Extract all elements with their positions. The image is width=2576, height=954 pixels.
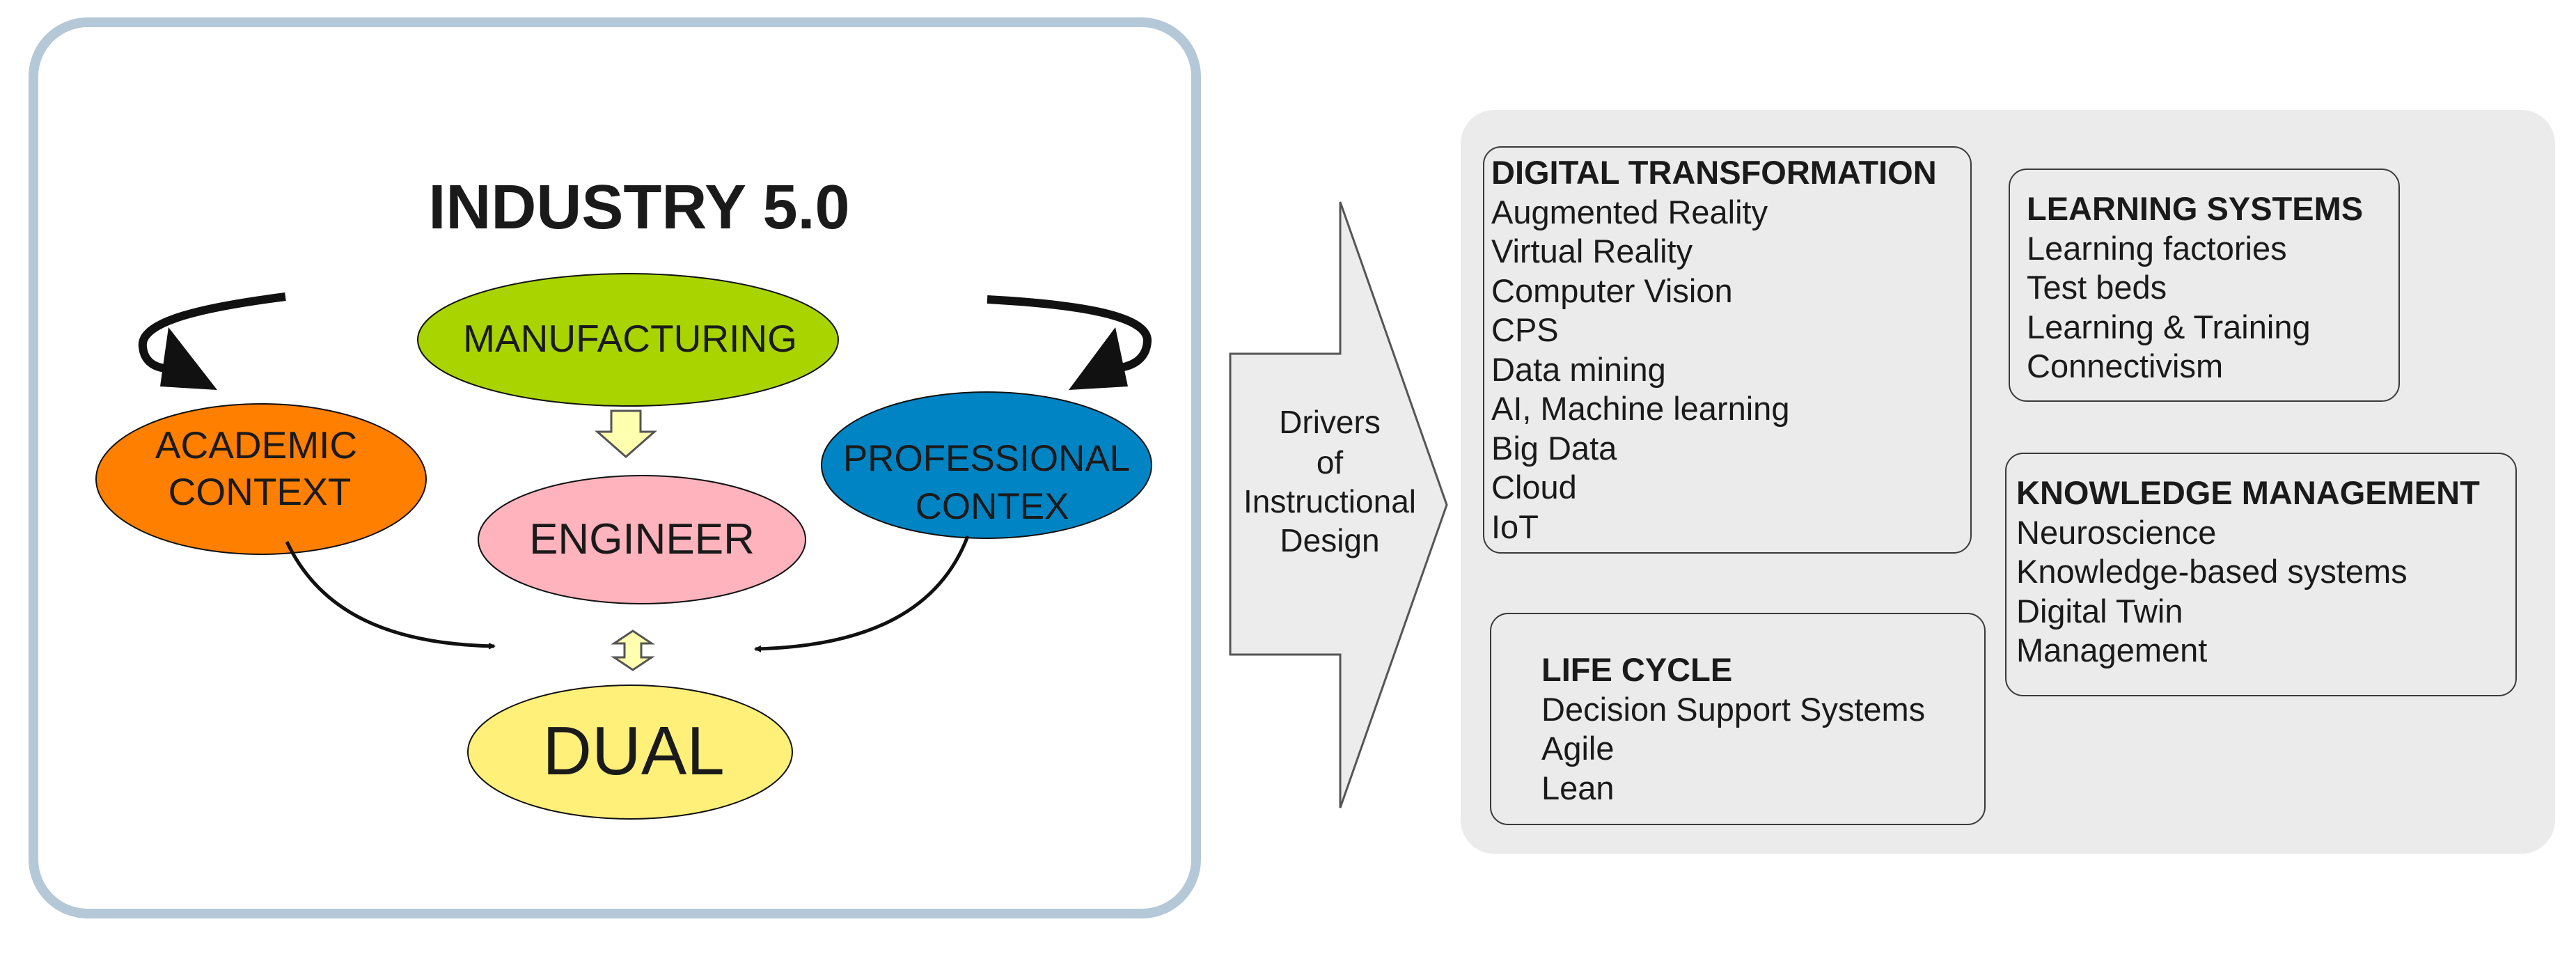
dual-label: DUAL	[542, 712, 724, 789]
list-item: Cloud	[1491, 469, 1577, 506]
digital-transformation-box: DIGITAL TRANSFORMATION Augmented Reality…	[1483, 146, 1972, 554]
digital-transformation-title: DIGITAL TRANSFORMATION	[1491, 154, 1937, 191]
life-cycle-list: Decision Support Systems Agile Lean	[1541, 690, 1984, 808]
list-item: Lean	[1541, 769, 1615, 806]
manufacturing-label: MANUFACTURING	[463, 317, 797, 360]
list-item: CPS	[1491, 311, 1559, 348]
cycle-arrow-left	[138, 292, 286, 390]
list-item: Big Data	[1491, 429, 1617, 467]
drivers-arrow	[1229, 201, 1448, 808]
industry-frame	[29, 17, 1201, 918]
drivers-label-line3: Instructional	[1243, 483, 1416, 519]
engineer-node: ENGINEER	[478, 475, 806, 604]
professional-label-line2: CONTEX	[916, 486, 1069, 527]
industry-title: INDUSTRY 5.0	[428, 173, 849, 242]
list-item: Digital Twin	[2016, 592, 2183, 630]
list-item: Connectivism	[2027, 347, 2224, 384]
drivers-label-line4: Design	[1280, 522, 1379, 558]
digital-transformation-list: Augmented Reality Virtual Reality Comput…	[1491, 193, 1970, 547]
knowledge-management-title: KNOWLEDGE MANAGEMENT	[2016, 474, 2480, 511]
list-item: Agile	[1541, 730, 1615, 767]
list-item: Learning & Training	[2027, 308, 2311, 345]
learning-systems-title: LEARNING SYSTEMS	[2027, 190, 2364, 227]
academic-to-dual-arrow	[285, 540, 496, 650]
list-item: AI, Machine learning	[1491, 390, 1790, 427]
list-item: Neuroscience	[2016, 513, 2217, 551]
academic-context-node: ACADEMIC CONTEXT	[95, 403, 427, 555]
list-item: Management	[2016, 632, 2208, 668]
list-item: Test beds	[2027, 269, 2167, 306]
professional-to-dual-arrow	[754, 535, 970, 652]
list-item: IoT	[1491, 508, 1539, 545]
knowledge-management-list: Neuroscience Knowledge-based systems Dig…	[2016, 513, 2515, 671]
academic-label-line1: ACADEMIC	[155, 423, 357, 467]
manufacturing-to-engineer-arrow	[595, 409, 657, 458]
knowledge-management-box: KNOWLEDGE MANAGEMENT Neuroscience Knowle…	[2005, 453, 2517, 696]
list-item: Augmented Reality	[1491, 193, 1768, 230]
engineer-dual-double-arrow	[611, 630, 655, 671]
manufacturing-node: MANUFACTURING	[417, 273, 839, 407]
dual-node: DUAL	[467, 685, 793, 820]
drivers-background	[1461, 110, 2555, 854]
list-item: Decision Support Systems	[1541, 690, 1926, 728]
life-cycle-title: LIFE CYCLE	[1541, 651, 1733, 688]
engineer-label: ENGINEER	[529, 515, 755, 563]
learning-systems-box: LEARNING SYSTEMS Learning factories Test…	[2009, 169, 2400, 402]
cycle-arrow-right	[987, 295, 1152, 390]
professional-context-node: PROFESSIONAL CONTEX	[821, 391, 1152, 539]
list-item: Learning factories	[2027, 229, 2287, 267]
list-item: Knowledge-based systems	[2016, 553, 2408, 590]
learning-systems-list: Learning factories Test beds Learning & …	[2027, 229, 2398, 386]
list-item: Data mining	[1491, 350, 1666, 388]
list-item: Virtual Reality	[1491, 233, 1693, 269]
drivers-label-line1: Drivers	[1279, 404, 1381, 440]
list-item: Computer Vision	[1491, 272, 1733, 309]
life-cycle-box: LIFE CYCLE Decision Support Systems Agil…	[1490, 613, 1986, 825]
professional-label-line1: PROFESSIONAL	[843, 438, 1130, 479]
academic-label-line2: CONTEXT	[168, 470, 352, 513]
drivers-label-line2: of	[1317, 444, 1344, 480]
